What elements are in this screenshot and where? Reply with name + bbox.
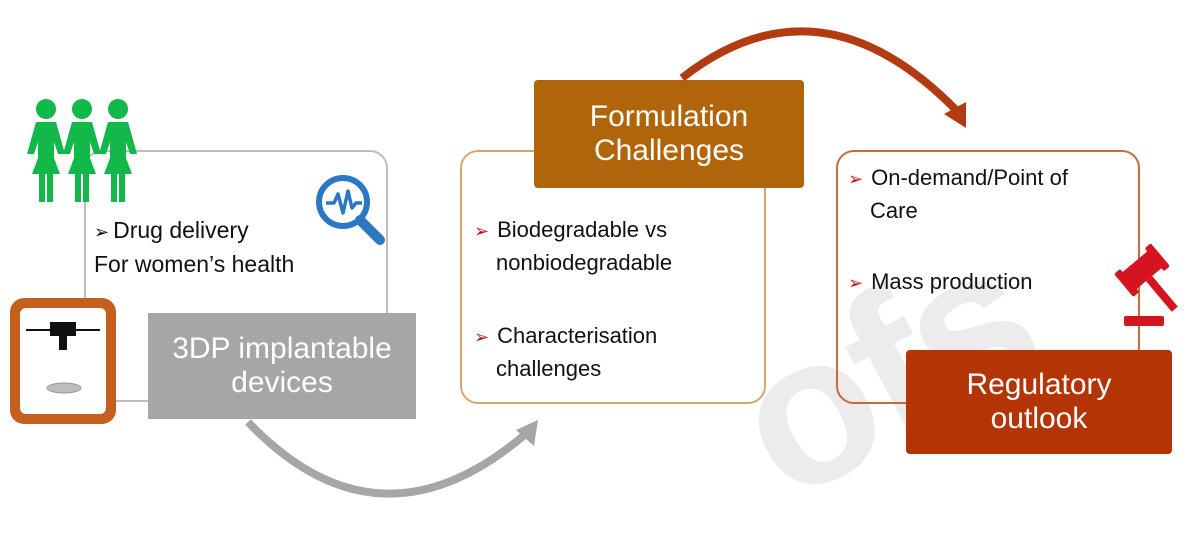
drug-delivery-text: ➢Drug delivery For women’s health [94, 214, 294, 280]
item-text: Characterisation [497, 323, 658, 348]
drug-delivery-line: Drug delivery [113, 217, 249, 243]
red-connector-arrow [679, 27, 966, 128]
3d-printer-icon [10, 298, 116, 424]
item-text: Mass production [871, 269, 1033, 294]
label-line-2: outlook [990, 402, 1088, 435]
gray-connector-arrow [245, 419, 538, 498]
item-text: Care [870, 198, 918, 223]
bullet-arrow-icon: ➢ [94, 222, 110, 242]
title-line-1: Formulation [589, 99, 749, 133]
bullet-arrow-icon: ➢ [474, 327, 490, 347]
bullet-arrow-icon: ➢ [474, 221, 490, 241]
women-group-icon [27, 99, 137, 202]
analytics-search-icon [316, 175, 385, 245]
formulation-challenges-label: Formulation Challenges [534, 80, 804, 188]
formulation-item-characterisation: ➢ Characterisation challenges [474, 320, 657, 385]
title-line-2: Challenges [593, 134, 745, 167]
regulatory-item-mass-production: ➢ Mass production [848, 266, 1033, 299]
label-line-1: 3DP implantable [172, 331, 392, 365]
item-text: nonbiodegradable [496, 250, 673, 275]
label-line-1: Regulatory [966, 367, 1112, 401]
bullet-arrow-icon: ➢ [848, 169, 864, 189]
regulatory-item-on-demand: ➢ On-demand/Point of Care [848, 162, 1068, 227]
label-line-2: devices [231, 366, 333, 399]
item-text: challenges [496, 356, 602, 381]
item-text: Biodegradable vs [497, 217, 668, 242]
item-text: On-demand/Point of [871, 165, 1068, 190]
bullet-arrow-icon: ➢ [848, 273, 864, 293]
gavel-icon [1114, 244, 1178, 326]
regulatory-outlook-label: Regulatory outlook [906, 350, 1172, 454]
formulation-item-biodegradable: ➢ Biodegradable vs nonbiodegradable [474, 214, 672, 279]
3dp-implantable-devices-label: 3DP implantable devices [148, 313, 416, 419]
womens-health-line: For women’s health [94, 251, 295, 277]
